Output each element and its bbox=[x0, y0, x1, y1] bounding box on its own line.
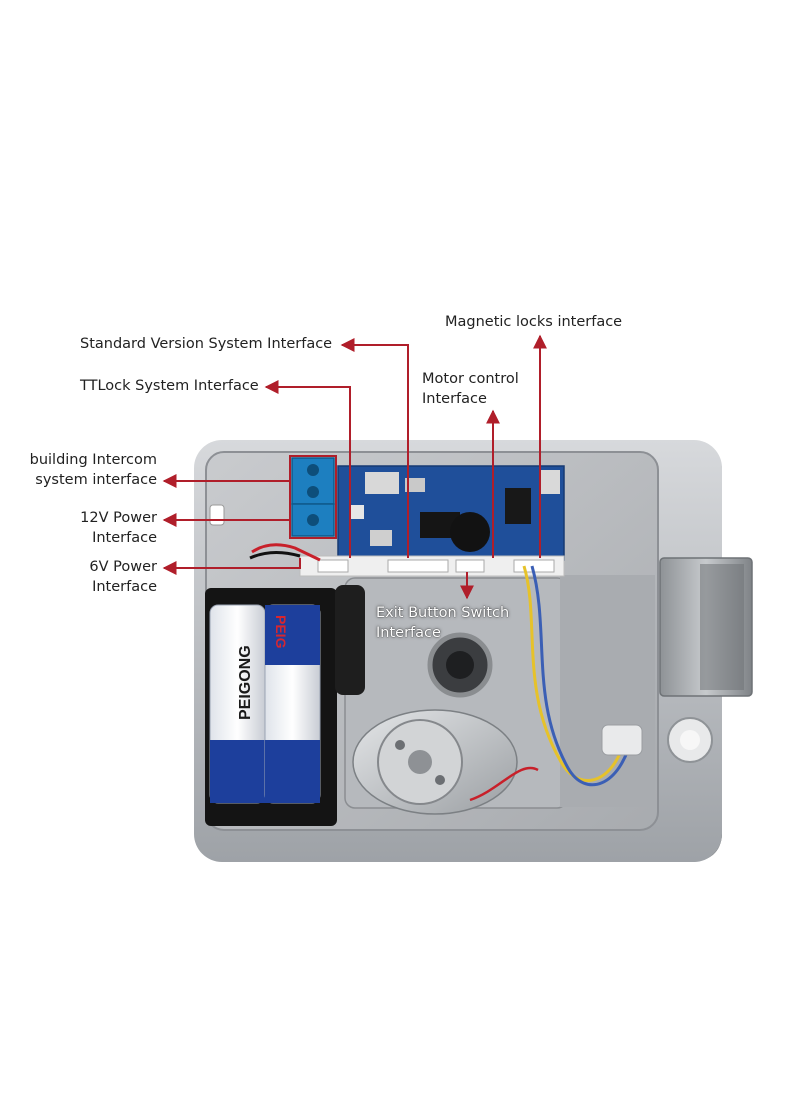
callout-lines bbox=[162, 334, 547, 600]
label-exit-line1: Exit Button Switch bbox=[376, 605, 510, 621]
label-building-intercom: building Intercom system interface bbox=[30, 450, 157, 490]
label-magnetic-locks: Magnetic locks interface bbox=[445, 314, 623, 330]
label-ttlock: TTLock System Interface bbox=[80, 378, 259, 394]
battery-brand-short: PEIG bbox=[273, 615, 289, 649]
label-exit-line2: Interface bbox=[376, 625, 441, 641]
label-12v-line2: Interface bbox=[92, 530, 157, 546]
label-6v-line2: Interface bbox=[92, 579, 157, 595]
label-motor-control-line2: Interface bbox=[422, 391, 487, 407]
label-motor-control: Motor control Interface bbox=[422, 369, 519, 409]
label-6v-line1: 6V Power bbox=[89, 559, 157, 575]
label-standard-version: Standard Version System Interface bbox=[80, 336, 333, 352]
label-intercom-line1: building Intercom bbox=[29, 452, 157, 468]
label-motor-control-line1: Motor control bbox=[422, 371, 519, 387]
label-12v-power: 12V Power Interface bbox=[80, 508, 157, 548]
label-intercom-line2: system interface bbox=[35, 472, 157, 488]
battery-brand: PEIGONG bbox=[237, 645, 254, 720]
label-6v-power: 6V Power Interface bbox=[89, 557, 157, 597]
label-exit-button: Exit Button Switch Interface bbox=[376, 603, 509, 643]
label-12v-line1: 12V Power bbox=[80, 510, 157, 526]
